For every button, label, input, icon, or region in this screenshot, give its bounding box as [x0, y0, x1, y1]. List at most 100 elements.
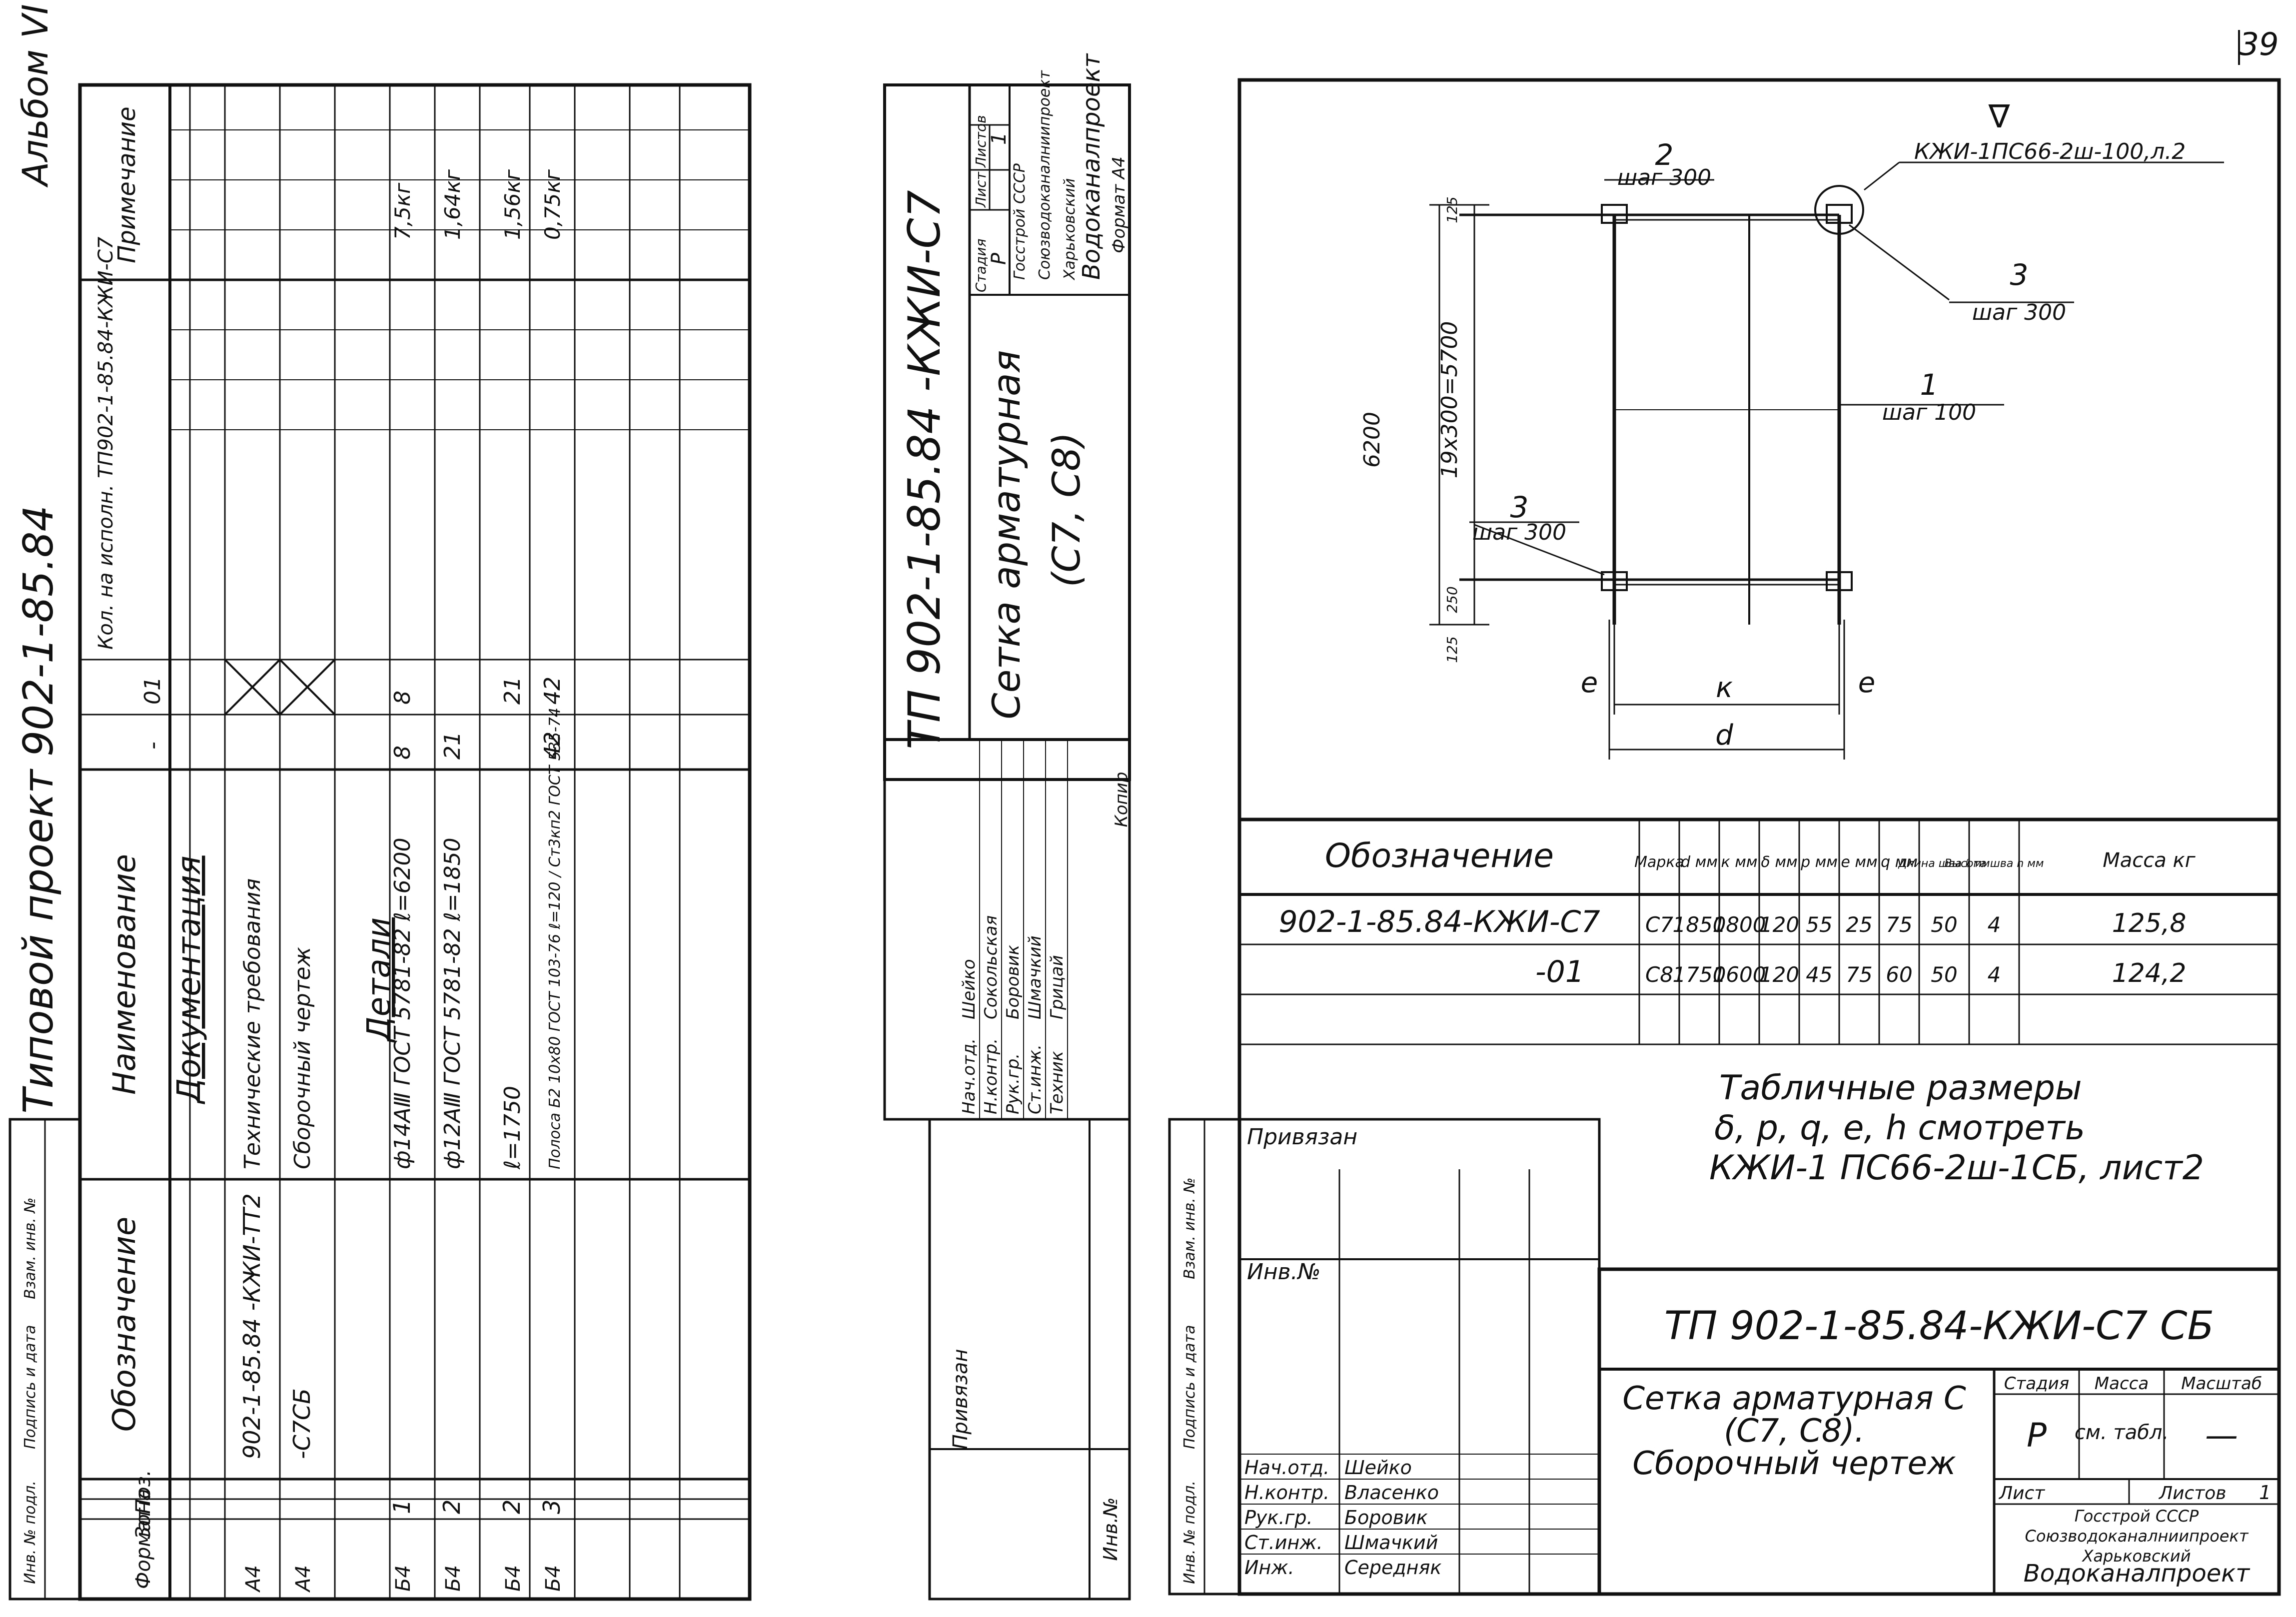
- spec-note: 7,5кг: [390, 182, 415, 240]
- col-var-01: 01: [140, 677, 165, 705]
- spec-note: 1,56кг: [500, 169, 525, 240]
- table-cell: 60: [1886, 962, 1912, 987]
- col-zone: Зона: [132, 1489, 155, 1539]
- right-title-block: ТП 902-1-85.84-КЖИ-С7 СБ Сетка арматурна…: [1597, 1267, 2281, 1596]
- table-header-cell: q мм: [1881, 853, 1918, 871]
- table-cell: 1750: [1673, 962, 1726, 987]
- mesh-label-step: шаг 300: [1472, 520, 1566, 545]
- spec-name: ф14АⅢ ГОСТ 5781-82 ℓ=6200: [390, 837, 415, 1169]
- left-page: Альбом VI Типовой проект 902-1-85.84 Фор…: [8, 4, 1132, 1601]
- note-line: КЖИ-1 ПС66-2ш-1СБ, лист2: [1709, 1148, 2204, 1188]
- side-label: Взам. инв. №: [21, 1197, 39, 1299]
- left-staff-name: Сокольская: [981, 915, 1001, 1019]
- spec-qty1: 42: [540, 732, 565, 760]
- spec-qty1: 21: [440, 732, 465, 760]
- note-line: Табличные размеры: [1719, 1068, 2082, 1108]
- spec-qty1: 8: [390, 746, 415, 760]
- table-cell: 1600: [1713, 962, 1766, 987]
- tb-mass-label: Масса: [2095, 1374, 2149, 1394]
- table-header-cell: d мм: [1681, 853, 1718, 871]
- right-staff-role: Инж.: [1244, 1557, 1294, 1579]
- col-name: Наименование: [106, 854, 142, 1095]
- callout-text: КЖИ-1ПС66-2ш-100,л.2: [1914, 139, 2186, 164]
- spec-format: А4: [292, 1565, 315, 1593]
- table-header-cell: Длина шва ℓ мм: [1898, 857, 1990, 870]
- mesh-label-step: шаг 300: [1972, 300, 2066, 325]
- table-cell: -01: [1535, 954, 1584, 989]
- mesh-label-num: 1: [1920, 368, 1939, 402]
- spec-name: ℓ=1750: [500, 1086, 525, 1170]
- spec-format: Б4: [542, 1565, 565, 1592]
- spec-designation: -С7СБ: [288, 1388, 315, 1459]
- table-cell: 120: [1759, 912, 1799, 937]
- table-cell: 1800: [1713, 912, 1766, 937]
- table-header-cell: Масса кг: [2103, 849, 2196, 872]
- left-staff-name: Шмачкий: [1025, 935, 1045, 1019]
- right-staff-name: Середняк: [1344, 1557, 1441, 1579]
- right-staff-role: Ст.инж.: [1244, 1532, 1323, 1554]
- table-header-cell: Обозначение: [1325, 836, 1554, 875]
- dim-top: 125: [1444, 196, 1460, 223]
- spec-qty2: 8: [390, 691, 415, 705]
- left-org-line: Союзводоканалниипроект: [1036, 69, 1054, 280]
- page-number: 39: [2240, 26, 2279, 62]
- dim-bottom-a: 125: [1444, 636, 1460, 663]
- spec-name: Технические требования: [240, 878, 265, 1169]
- album-label: Альбом VI: [15, 4, 56, 187]
- tb-sheets: 1: [2259, 1482, 2271, 1504]
- table-cell: 50: [1931, 912, 1957, 937]
- right-staff-name: Шейко: [1344, 1457, 1412, 1479]
- left-org-line: Харьковский: [1061, 178, 1079, 281]
- table-cell: С7: [1645, 912, 1673, 937]
- left-title-block: ТП 902-1-85.84 -КЖИ-С7 Сетка арматурная …: [883, 53, 1132, 1601]
- spec-qty2: 42: [540, 677, 565, 705]
- table-cell: 4: [1988, 912, 2001, 937]
- spec-name: Полоса Б2 10х80 ГОСТ 103-76 ℓ=120 / Ст3к…: [546, 708, 564, 1169]
- project-title: Типовой проект 902-1-85.84: [15, 505, 62, 1113]
- spec-format: Б4: [502, 1565, 525, 1592]
- col-note: Примечание: [113, 106, 141, 263]
- spec-pos: 3: [538, 1500, 565, 1514]
- spec-note: 0,75кг: [540, 169, 565, 240]
- left-staff-role: Рук.гр.: [1003, 1053, 1023, 1114]
- spec-pos: 1: [388, 1500, 415, 1514]
- right-staff-name: Боровик: [1344, 1507, 1428, 1529]
- dim-bottom-b: 250: [1444, 586, 1460, 613]
- tb-scale: —: [2205, 1416, 2238, 1455]
- left-tb-stage-label: Стадия: [973, 239, 989, 292]
- table-cell: 124,2: [2112, 958, 2187, 988]
- table-cell: 50: [1931, 962, 1957, 987]
- right-staff-role: Нач.отд.: [1244, 1457, 1329, 1479]
- callout-mark: ∇: [1988, 98, 2010, 135]
- table-header-cell: р мм: [1800, 853, 1838, 871]
- dim-pitch: 19х300=5700: [1437, 321, 1462, 479]
- table-cell: С8: [1645, 962, 1673, 987]
- spec-name: ф12АⅢ ГОСТ 5781-82 ℓ=1850: [440, 837, 465, 1169]
- table-header-cell: к мм: [1721, 853, 1758, 871]
- mesh-label-num: 3: [1510, 490, 1529, 524]
- tb-stage: Р: [2027, 1416, 2047, 1455]
- table-header-cell: Марка: [1634, 853, 1684, 871]
- right-staff-role: Рук.гр.: [1244, 1507, 1313, 1529]
- left-staff-name: Шейко: [959, 959, 979, 1019]
- side-label: Подпись и дата: [21, 1325, 39, 1450]
- col-designation: Обозначение: [106, 1217, 142, 1432]
- table-cell: 125,8: [2112, 908, 2187, 938]
- spec-format: А4: [242, 1565, 265, 1593]
- table-cell: 4: [1988, 962, 2001, 987]
- col-pos: Поз.: [132, 1470, 155, 1514]
- right-org-line: Водоканалпроект: [2024, 1560, 2251, 1588]
- right-org-line: Госстрой СССР: [2075, 1507, 2199, 1526]
- mesh-label-step: шаг 300: [1617, 165, 1711, 190]
- spec-format: Б4: [442, 1565, 465, 1592]
- left-tb-kopir: Копир: [1112, 772, 1132, 827]
- left-tb-name2: (С7, С8): [1044, 432, 1089, 587]
- right-staff-role: Н.контр.: [1244, 1482, 1329, 1504]
- side-label: Инв. № подл.: [1181, 1481, 1198, 1584]
- table-cell: 120: [1759, 962, 1799, 987]
- tb-sheet-label: Лист: [1998, 1483, 2045, 1504]
